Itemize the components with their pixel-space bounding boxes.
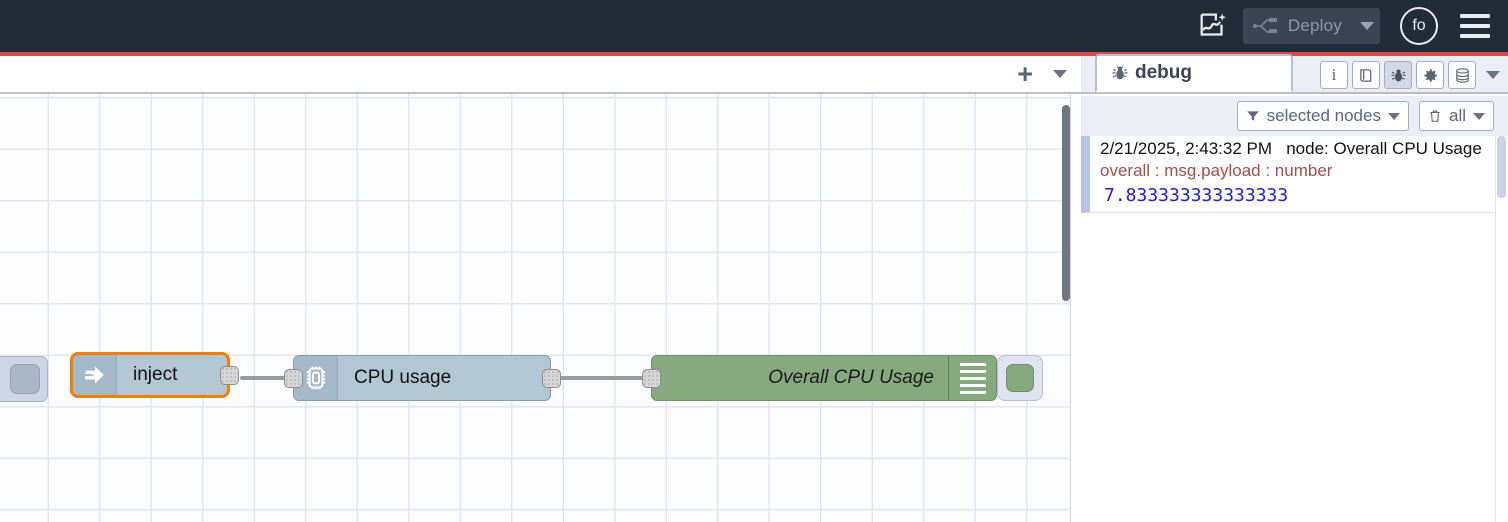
trash-icon (1430, 110, 1440, 122)
sidebar-tab-row: debug i (1081, 54, 1508, 94)
arrow-right-icon (73, 355, 117, 395)
debug-message-node[interactable]: node: Overall CPU Usage (1286, 139, 1482, 158)
node-inject[interactable]: inject (70, 352, 239, 398)
deploy-button[interactable]: Deploy (1242, 8, 1380, 44)
debug-message-list[interactable]: 2/21/2025, 2:43:32 PM node: Overall CPU … (1081, 136, 1508, 522)
node-inject-label: inject (133, 364, 178, 385)
header-accent-bar (0, 52, 1508, 56)
flow-sparkle-icon[interactable] (1193, 9, 1233, 43)
funnel-filter-icon (1246, 111, 1259, 121)
node-partial-offscreen[interactable] (0, 356, 48, 402)
help-book-icon[interactable] (1352, 61, 1380, 89)
filter-selected-nodes-label: selected nodes (1266, 106, 1381, 125)
gear-icon[interactable] (1416, 61, 1444, 89)
node-cpu-input-port[interactable] (284, 369, 303, 388)
node-debug-label: Overall CPU Usage (768, 367, 934, 388)
flow-canvas[interactable]: inject CPU usage (0, 94, 1070, 522)
debug-filter-row: selected nodes all (1081, 96, 1508, 136)
node-cpu-usage[interactable]: CPU usage (284, 355, 561, 401)
wire-inject-to-cpu (240, 376, 300, 380)
tab-debug-label: debug (1135, 62, 1192, 83)
canvas-vertical-scrollbar[interactable] (1062, 105, 1070, 301)
filter-chevron-down-icon[interactable] (1387, 112, 1400, 120)
debug-message-header: 2/21/2025, 2:43:32 PM node: Overall CPU … (1100, 139, 1488, 159)
flow-tab-bar: + (0, 56, 1081, 94)
node-debug-toggle-button[interactable] (997, 355, 1043, 401)
deploy-chevron-down-icon[interactable] (1360, 22, 1374, 30)
sidebar-more-chevron-down-icon[interactable] (1486, 71, 1500, 79)
deploy-label: Deploy (1287, 16, 1342, 35)
clear-messages-label: all (1448, 106, 1466, 125)
app-header: Deploy fo (0, 0, 1508, 52)
wire-cpu-to-debug (560, 376, 652, 380)
add-flow-button[interactable]: + (1017, 58, 1033, 89)
flow-list-chevron-down-icon[interactable] (1053, 70, 1067, 78)
sidebar-panel: debug i (1081, 54, 1508, 522)
info-icon[interactable]: i (1320, 61, 1348, 89)
node-cpu-output-port[interactable] (542, 369, 561, 388)
debug-message-timestamp: 2/21/2025, 2:43:32 PM (1100, 139, 1273, 158)
avatar-initials: fo (1412, 17, 1426, 34)
node-partial-icon (10, 364, 40, 394)
filter-selected-nodes-button[interactable]: selected nodes (1236, 101, 1409, 131)
node-debug-overall-cpu[interactable]: Overall CPU Usage (642, 355, 1043, 401)
user-avatar[interactable]: fo (1400, 7, 1438, 45)
debug-scrollbar-thumb[interactable] (1497, 136, 1506, 198)
hamburger-menu-icon[interactable] (1460, 14, 1490, 38)
node-debug-toggle-indicator (1006, 364, 1034, 392)
debug-message[interactable]: 2/21/2025, 2:43:32 PM node: Overall CPU … (1081, 136, 1494, 213)
node-inject-output-port[interactable] (220, 366, 239, 385)
debug-scrollbar[interactable] (1495, 136, 1508, 522)
debug-bug-icon[interactable] (1384, 61, 1412, 89)
debug-message-value: 7.833333333333333 (1104, 185, 1289, 206)
node-debug-input-port[interactable] (642, 369, 661, 388)
sidebar-tool-icons: i (1320, 61, 1508, 92)
debug-message-topic: overall : msg.payload : number (1100, 161, 1333, 180)
node-cpu-label: CPU usage (354, 367, 452, 388)
bug-icon (1112, 66, 1128, 80)
canvas-right-edge (1070, 94, 1081, 522)
context-data-icon[interactable] (1448, 61, 1476, 89)
clear-chevron-down-icon[interactable] (1473, 112, 1485, 120)
debug-lines-icon (948, 356, 996, 400)
tab-debug[interactable]: debug (1095, 54, 1293, 92)
clear-messages-button[interactable]: all (1418, 101, 1494, 131)
